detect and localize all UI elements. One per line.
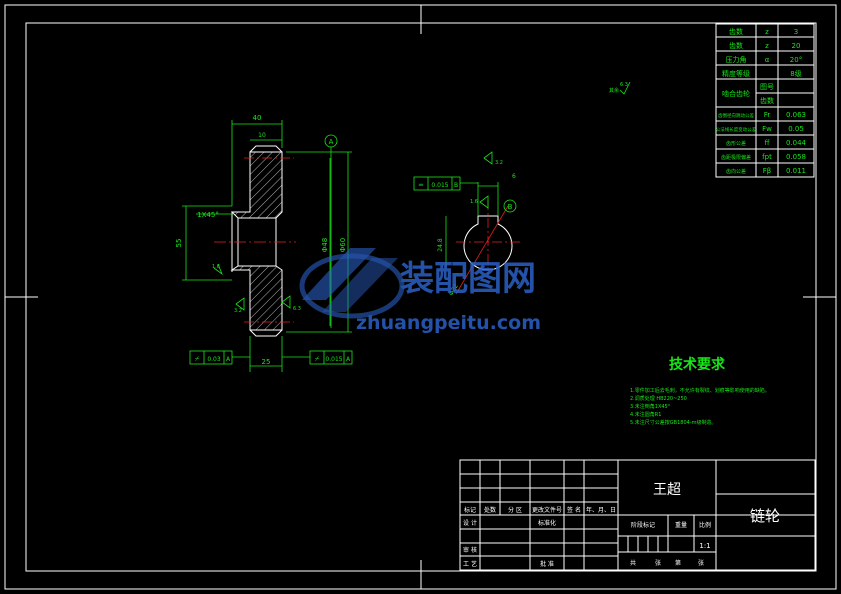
svg-text:20°: 20° (790, 56, 802, 64)
svg-text:1.6: 1.6 (470, 199, 478, 205)
svg-text:3.2: 3.2 (234, 308, 242, 314)
dim-40: 40 (253, 114, 262, 122)
datum-b-label: B (508, 203, 513, 211)
svg-text:⌿: ⌿ (195, 355, 200, 363)
svg-text:z: z (765, 28, 769, 36)
param-label-0: 齿数 (729, 27, 743, 36)
svg-text:工 艺: 工 艺 (463, 560, 477, 568)
svg-text:20: 20 (792, 42, 801, 50)
svg-text:齿数: 齿数 (760, 96, 774, 105)
dim-keyway-w: 6 (512, 173, 516, 180)
param-label-4: 啮合齿轮 (722, 89, 750, 98)
svg-text:3: 3 (794, 28, 798, 36)
dim-keyway-h: 24.8 (437, 238, 444, 252)
dim-55: 55 (175, 239, 183, 248)
param-label-6: 齿圈径向跳动公差 (718, 112, 754, 119)
svg-text:3.2: 3.2 (495, 160, 503, 166)
datum-a-label: A (329, 138, 334, 146)
svg-text:比例: 比例 (699, 521, 711, 529)
tech-item-1: 1.零件加工后去毛刺，不允许有裂纹、划痕等影响使用的缺陷。 (630, 387, 770, 394)
svg-text:A: A (226, 356, 231, 363)
svg-text:0.044: 0.044 (786, 139, 807, 147)
svg-text:α: α (765, 56, 770, 64)
param-label-7: 公法线长度变动公差 (716, 126, 757, 133)
svg-text:第: 第 (675, 559, 681, 567)
svg-text:签 名: 签 名 (567, 506, 581, 514)
svg-text:更改文件号: 更改文件号 (532, 506, 562, 514)
svg-text:═: ═ (418, 181, 424, 189)
svg-text:0.058: 0.058 (786, 153, 806, 161)
dim-25: 25 (262, 358, 271, 366)
dim-10: 10 (258, 132, 266, 139)
watermark-cn: 装配图网 (400, 259, 536, 299)
svg-text:标记: 标记 (464, 506, 476, 514)
svg-text:设 计: 设 计 (463, 519, 477, 527)
tol-1: 0.03 (207, 356, 221, 363)
svg-text:z: z (765, 42, 769, 50)
param-label-9: 齿距极限偏差 (721, 154, 751, 161)
svg-text:0.063: 0.063 (786, 111, 806, 119)
technical-requirements: 技术要求 1.零件加工后去毛刺，不允许有裂纹、划痕等影响使用的缺陷。 2.调质处… (630, 356, 770, 426)
svg-text:审 核: 审 核 (463, 546, 477, 554)
param-label-10: 齿向公差 (726, 168, 746, 175)
svg-text:其余: 其余 (609, 87, 619, 94)
tech-item-5: 5.未注尺寸公差按GB1804-m级制造。 (630, 419, 716, 426)
svg-text:⌿: ⌿ (315, 355, 320, 363)
watermark: 装配图网 zhuangpeitu.com (299, 248, 541, 334)
svg-text:Fw: Fw (762, 125, 772, 133)
svg-text:张: 张 (655, 559, 661, 567)
svg-text:图号: 图号 (760, 83, 774, 91)
svg-text:0.011: 0.011 (786, 167, 806, 175)
svg-text:B: B (454, 182, 458, 189)
watermark-en: zhuangpeitu.com (356, 312, 541, 334)
svg-text:Fr: Fr (764, 111, 771, 119)
svg-text:重量: 重量 (675, 521, 687, 529)
tech-item-4: 4.未注圆角R1 (630, 411, 661, 418)
bore-view: B 6 24.8 Φ22 ═ 0.015 B 3.2 1.6 (413, 151, 522, 297)
svg-text:处数: 处数 (484, 506, 496, 514)
dim-diam-mid: Φ48 (321, 238, 329, 252)
gear-parameter-table: 齿数 z 3 齿数 z 20 压力角 α 20° 精度等级 8级 啮合齿轮 图号… (715, 23, 815, 178)
scale-value: 1:1 (699, 542, 710, 550)
param-label-2: 压力角 (726, 55, 747, 64)
svg-text:8级: 8级 (790, 69, 801, 78)
param-label-1: 齿数 (729, 41, 743, 50)
tech-title: 技术要求 (669, 356, 726, 373)
dim-diam-big: Φ60 (339, 238, 347, 252)
svg-text:阶段标记: 阶段标记 (631, 521, 655, 529)
svg-text:0.05: 0.05 (788, 125, 804, 133)
svg-text:6.3: 6.3 (293, 306, 301, 312)
svg-text:ff: ff (765, 139, 770, 147)
part-name: 链轮 (750, 507, 780, 525)
section-view (214, 145, 296, 337)
svg-text:分 区: 分 区 (508, 506, 522, 514)
svg-text:fpt: fpt (762, 153, 772, 161)
svg-text:6.3: 6.3 (620, 82, 628, 88)
svg-text:批 准: 批 准 (540, 560, 554, 568)
param-label-3: 精度等级 (722, 69, 750, 78)
designer-name: 王超 (653, 482, 681, 498)
roughness-1: 1.6 (212, 264, 220, 270)
param-label-8: 齿形公差 (726, 140, 746, 147)
tol-2: 0.015 (325, 356, 342, 363)
svg-text:年、月、日: 年、月、日 (586, 506, 616, 514)
svg-text:A: A (346, 356, 351, 363)
svg-text:标准化: 标准化 (538, 519, 556, 527)
other-roughness-note: 其余 6.3 (609, 81, 631, 95)
tech-item-3: 3.未注倒角1X45° (630, 403, 671, 410)
section-dimensions: 40 10 A Φ48 Φ60 55 1X45° 1.6 3.2 6.3 25 (175, 114, 353, 372)
title-block: 王超 链轮 1:1 标记 处数 分 区 更改文件号 签 名 年、月、日 设 计 … (459, 459, 816, 571)
dim-chamfer: 1X45° (197, 211, 219, 219)
svg-text:共: 共 (630, 559, 636, 567)
svg-text:张: 张 (698, 559, 704, 567)
tech-item-2: 2.调质处理 HB220~250 (630, 395, 687, 402)
svg-text:Fβ: Fβ (763, 167, 772, 175)
tol-3: 0.015 (431, 182, 448, 189)
